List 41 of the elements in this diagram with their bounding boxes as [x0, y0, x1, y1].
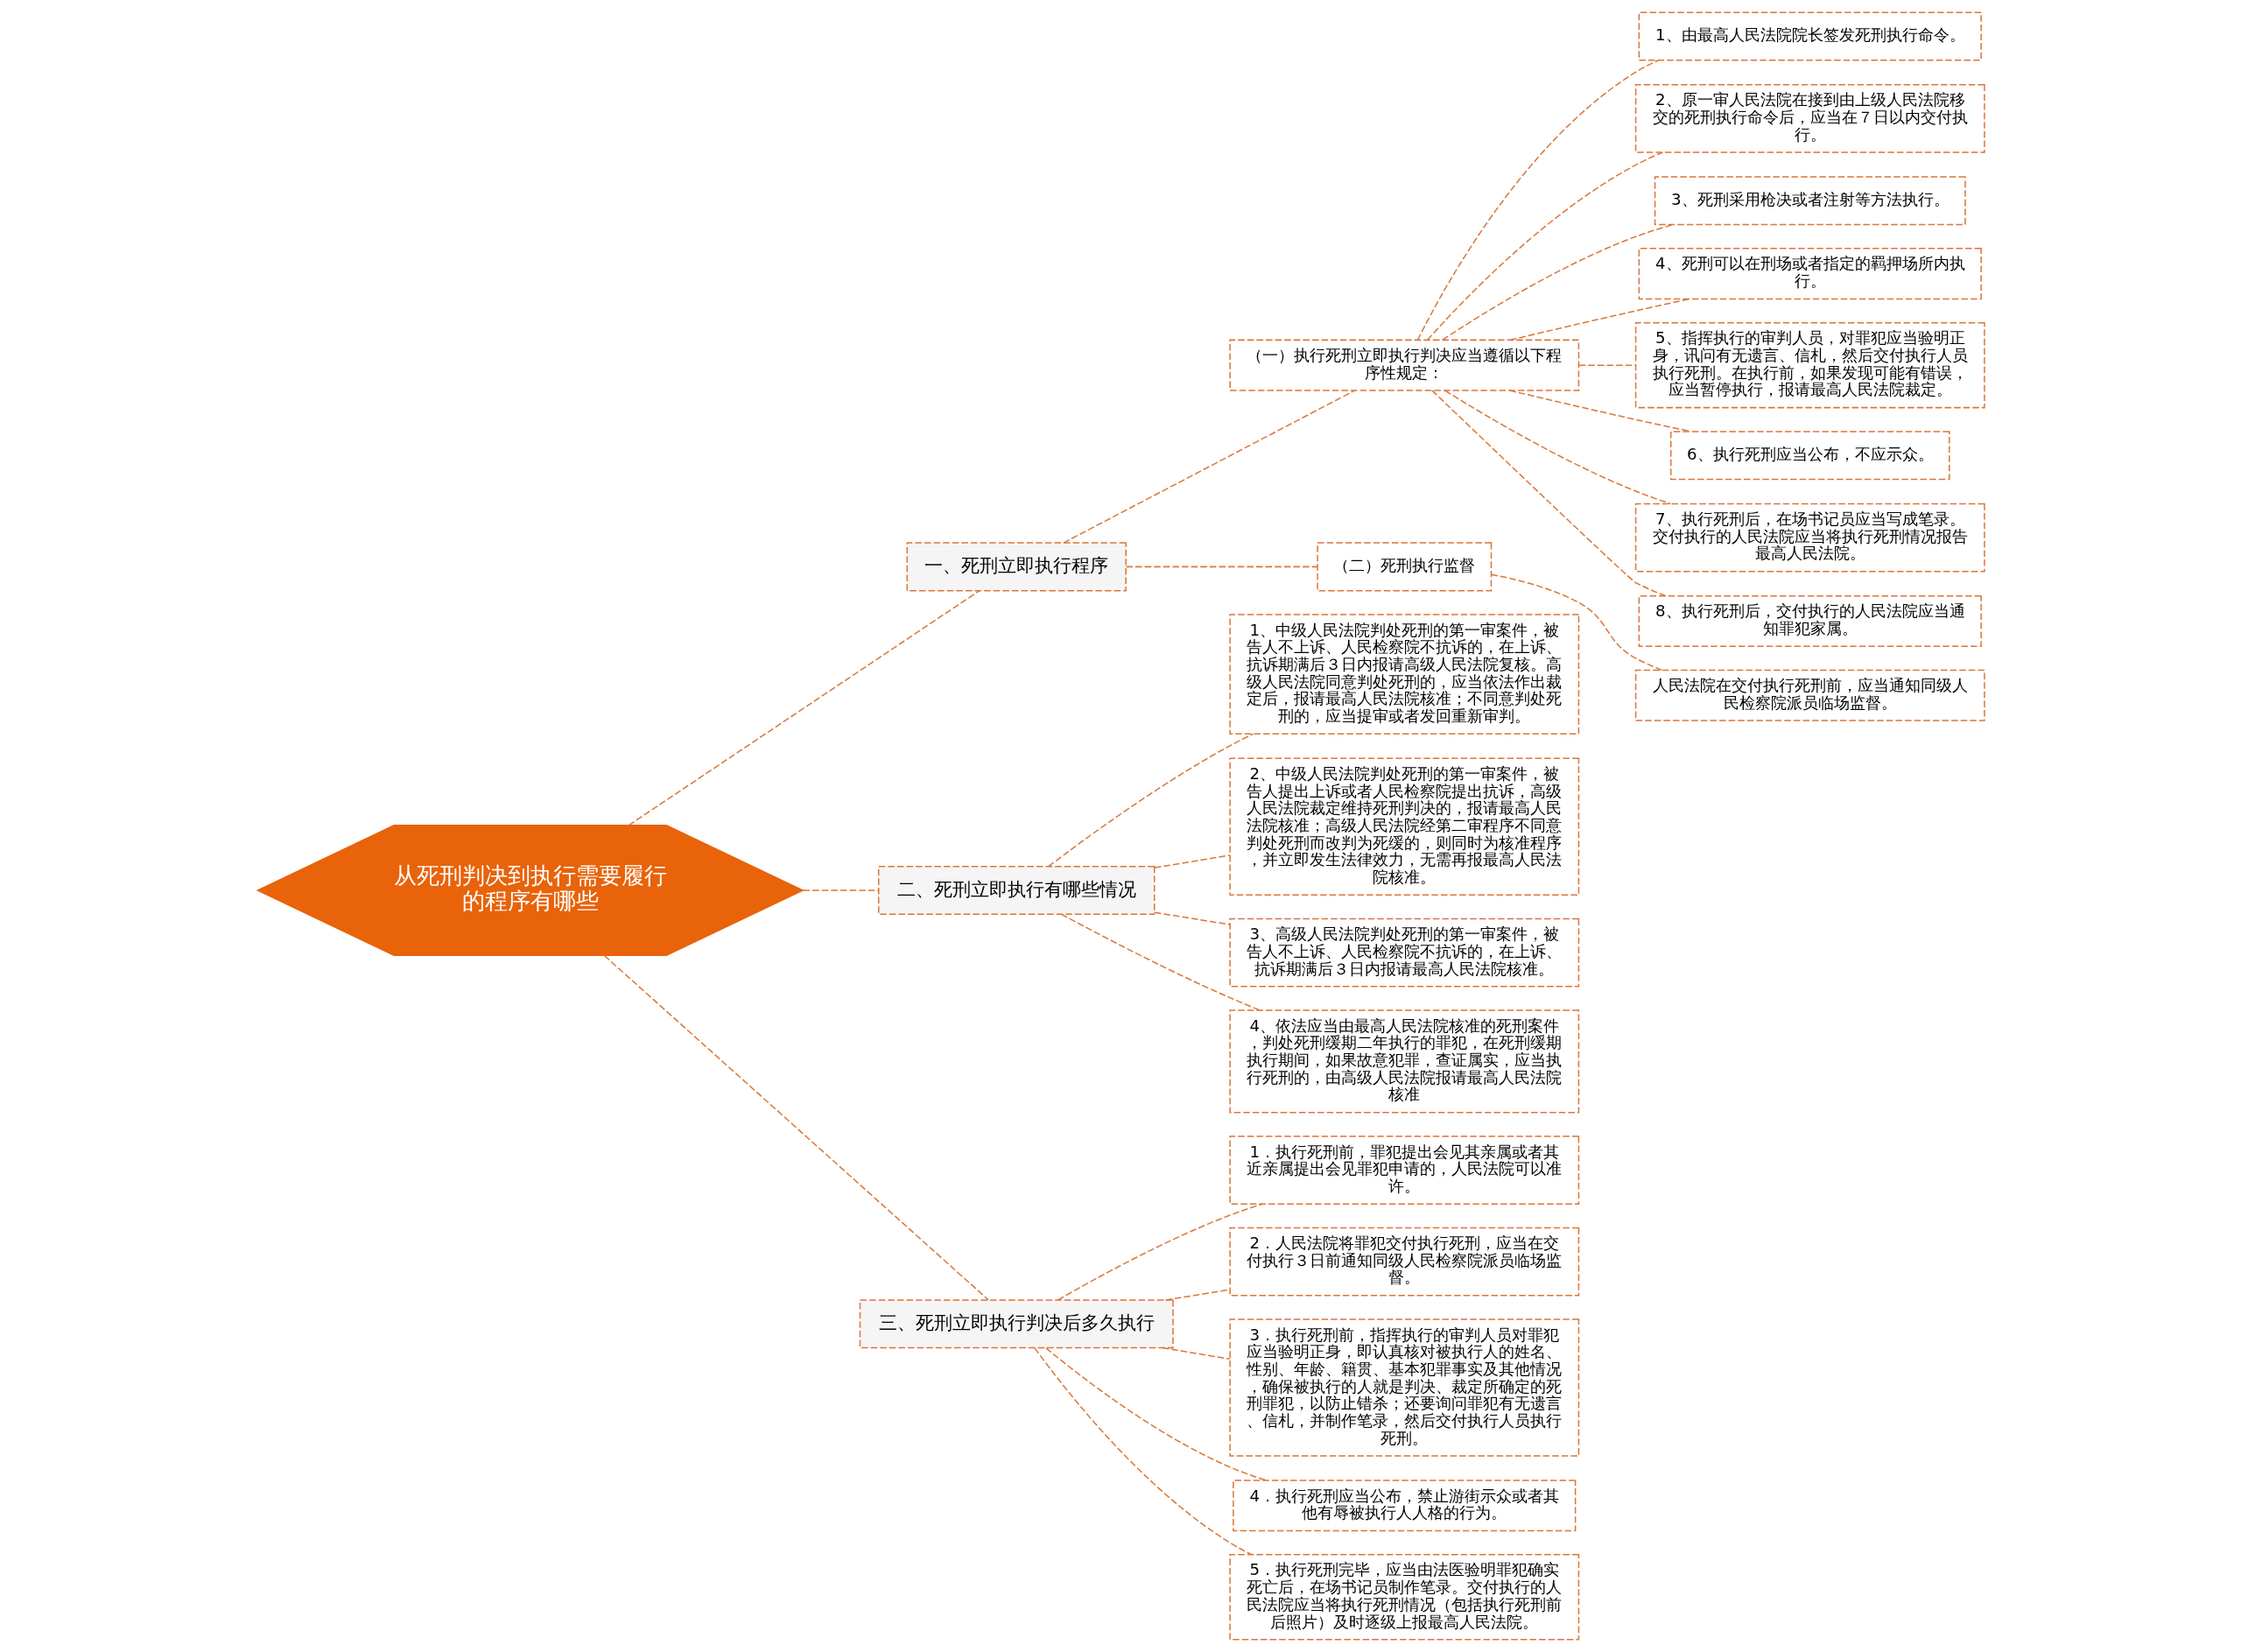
node-box: 8、执行死刑后，交付执行的人民法院应当通知罪犯家属。: [1638, 594, 1982, 647]
node-box: 5．执行死刑完毕，应当由法医验明罪犯确实死亡后，在场书记员制作笔录。交付执行的人民法院应当将执行死刑情况（包括执行死刑前后照片）及时逐级上报最高人民法院。: [1228, 1554, 1579, 1641]
connector: [1577, 364, 1636, 366]
connector: [1416, 60, 1659, 341]
node-box: 4．执行死刑应当公布，禁止游街示众或者其他有辱被执行人人格的行为。: [1232, 1480, 1576, 1532]
node-box: 二、死刑立即执行有哪些情况: [877, 865, 1155, 915]
connector: [1033, 1347, 1252, 1556]
node-box: （一）执行死刑立即执行判决应当遵循以下程序性规定：: [1228, 339, 1579, 391]
connector: [1047, 733, 1254, 868]
connector: [1125, 566, 1318, 568]
connector: [1161, 1346, 1231, 1360]
node-box: 3．执行死刑前，指挥执行的审判人员对罪犯应当验明正身，即认真核对被执行人的姓名、性别、年龄、籍贯、基本犯罪事实及其他情况，确保被执行的人就是判决、裁定所确定的死刑罪犯，以防止错杀；还要询问罪犯有无遗言、信札，并制作笔录，然后交付执行人员执行死刑。: [1228, 1318, 1579, 1457]
connector: [802, 889, 879, 891]
node-box: 6、执行死刑应当公布，不应示众。: [1669, 431, 1950, 481]
node-box: 2、中级人民法院判处死刑的第一审案件，被告人提出上诉或者人民检察院提出抗诉，高级人民法院裁定维持死刑判决的，报请最高人民法院核准；高级人民法院经第二审程序不同意判处死刑而改判为死缓的，则同时为核准程序，并立即发生法律效力，无需再报最高人民法院核准。: [1228, 757, 1579, 896]
node-box: 一、死刑立即执行程序: [906, 542, 1127, 592]
connector: [1444, 390, 1671, 505]
connector: [603, 954, 989, 1301]
node-box: 3、高级人民法院判处死刑的第一审案件，被告人不上诉、人民检察院不抗诉的，在上诉、抗诉期满后３日内报请最高人民法院核准。: [1228, 917, 1579, 988]
node-box: 2．人民法院将罪犯交付执行死刑，应当在交付执行３日前通知同级人民检察院派员临场监督。: [1228, 1227, 1579, 1297]
node-box: 4、死刑可以在刑场或者指定的羁押场所内执行。: [1638, 248, 1982, 300]
connector: [1426, 151, 1663, 341]
node-box: 2、原一审人民法院在接到由上级人民法院移交的死刑执行命令后，应当在７日以内交付执行。: [1634, 84, 1985, 153]
node-box: 7、执行死刑后，在场书记员应当写成笔录。交付执行的人民法院应当将执行死刑情况报告最高人民法院。: [1634, 503, 1985, 573]
connector: [1153, 854, 1231, 868]
node-box: （二）死刑执行监督: [1316, 542, 1492, 592]
connector: [1044, 1347, 1267, 1481]
node-box: 人民法院在交付执行死刑前，应当通知同级人民检察院派员临场监督。: [1634, 669, 1985, 721]
connector: [1062, 390, 1355, 544]
connector: [1441, 223, 1674, 341]
connector: [1508, 390, 1691, 432]
connector: [628, 590, 980, 826]
node-box: 三、死刑立即执行判决后多久执行: [859, 1299, 1174, 1349]
node-box: 4、依法应当由最高人民法院核准的死刑案件，判处死刑缓期二年执行的罪犯，在死刑缓期执行期间，如果故意犯罪，查证属实，应当执行死刑的，由高级人民法院报请最高人民法院核准: [1228, 1009, 1579, 1114]
node-box: 5、指挥执行的审判人员，对罪犯应当验明正身，讯问有无遗言、信札，然后交付执行人员执行死刑。在执行前，如果发现可能有错误，应当暂停执行，报请最高人民法院裁定。: [1634, 321, 1985, 409]
connector: [1153, 911, 1231, 925]
node-box: 1．执行死刑前，罪犯提出会见其亲属或者其近亲属提出会见罪犯申请的，人民法院可以准许。: [1228, 1135, 1579, 1205]
node-box: 3、死刑采用枪决或者注射等方法执行。: [1654, 176, 1966, 226]
connector: [1430, 390, 1667, 597]
node-box: 1、由最高人民法院院长签发死刑执行命令。: [1638, 11, 1982, 61]
node-box: 1、中级人民法院判处死刑的第一审案件，被告人不上诉、人民检察院不抗诉的，在上诉、抗诉期满后３日内报请高级人民法院复核。高级人民法院同意判处死刑的，应当依法作出裁定后，报请最高人民法院核准；不同意判处死刑的，应当提审或者发回重新审判。: [1228, 614, 1579, 735]
